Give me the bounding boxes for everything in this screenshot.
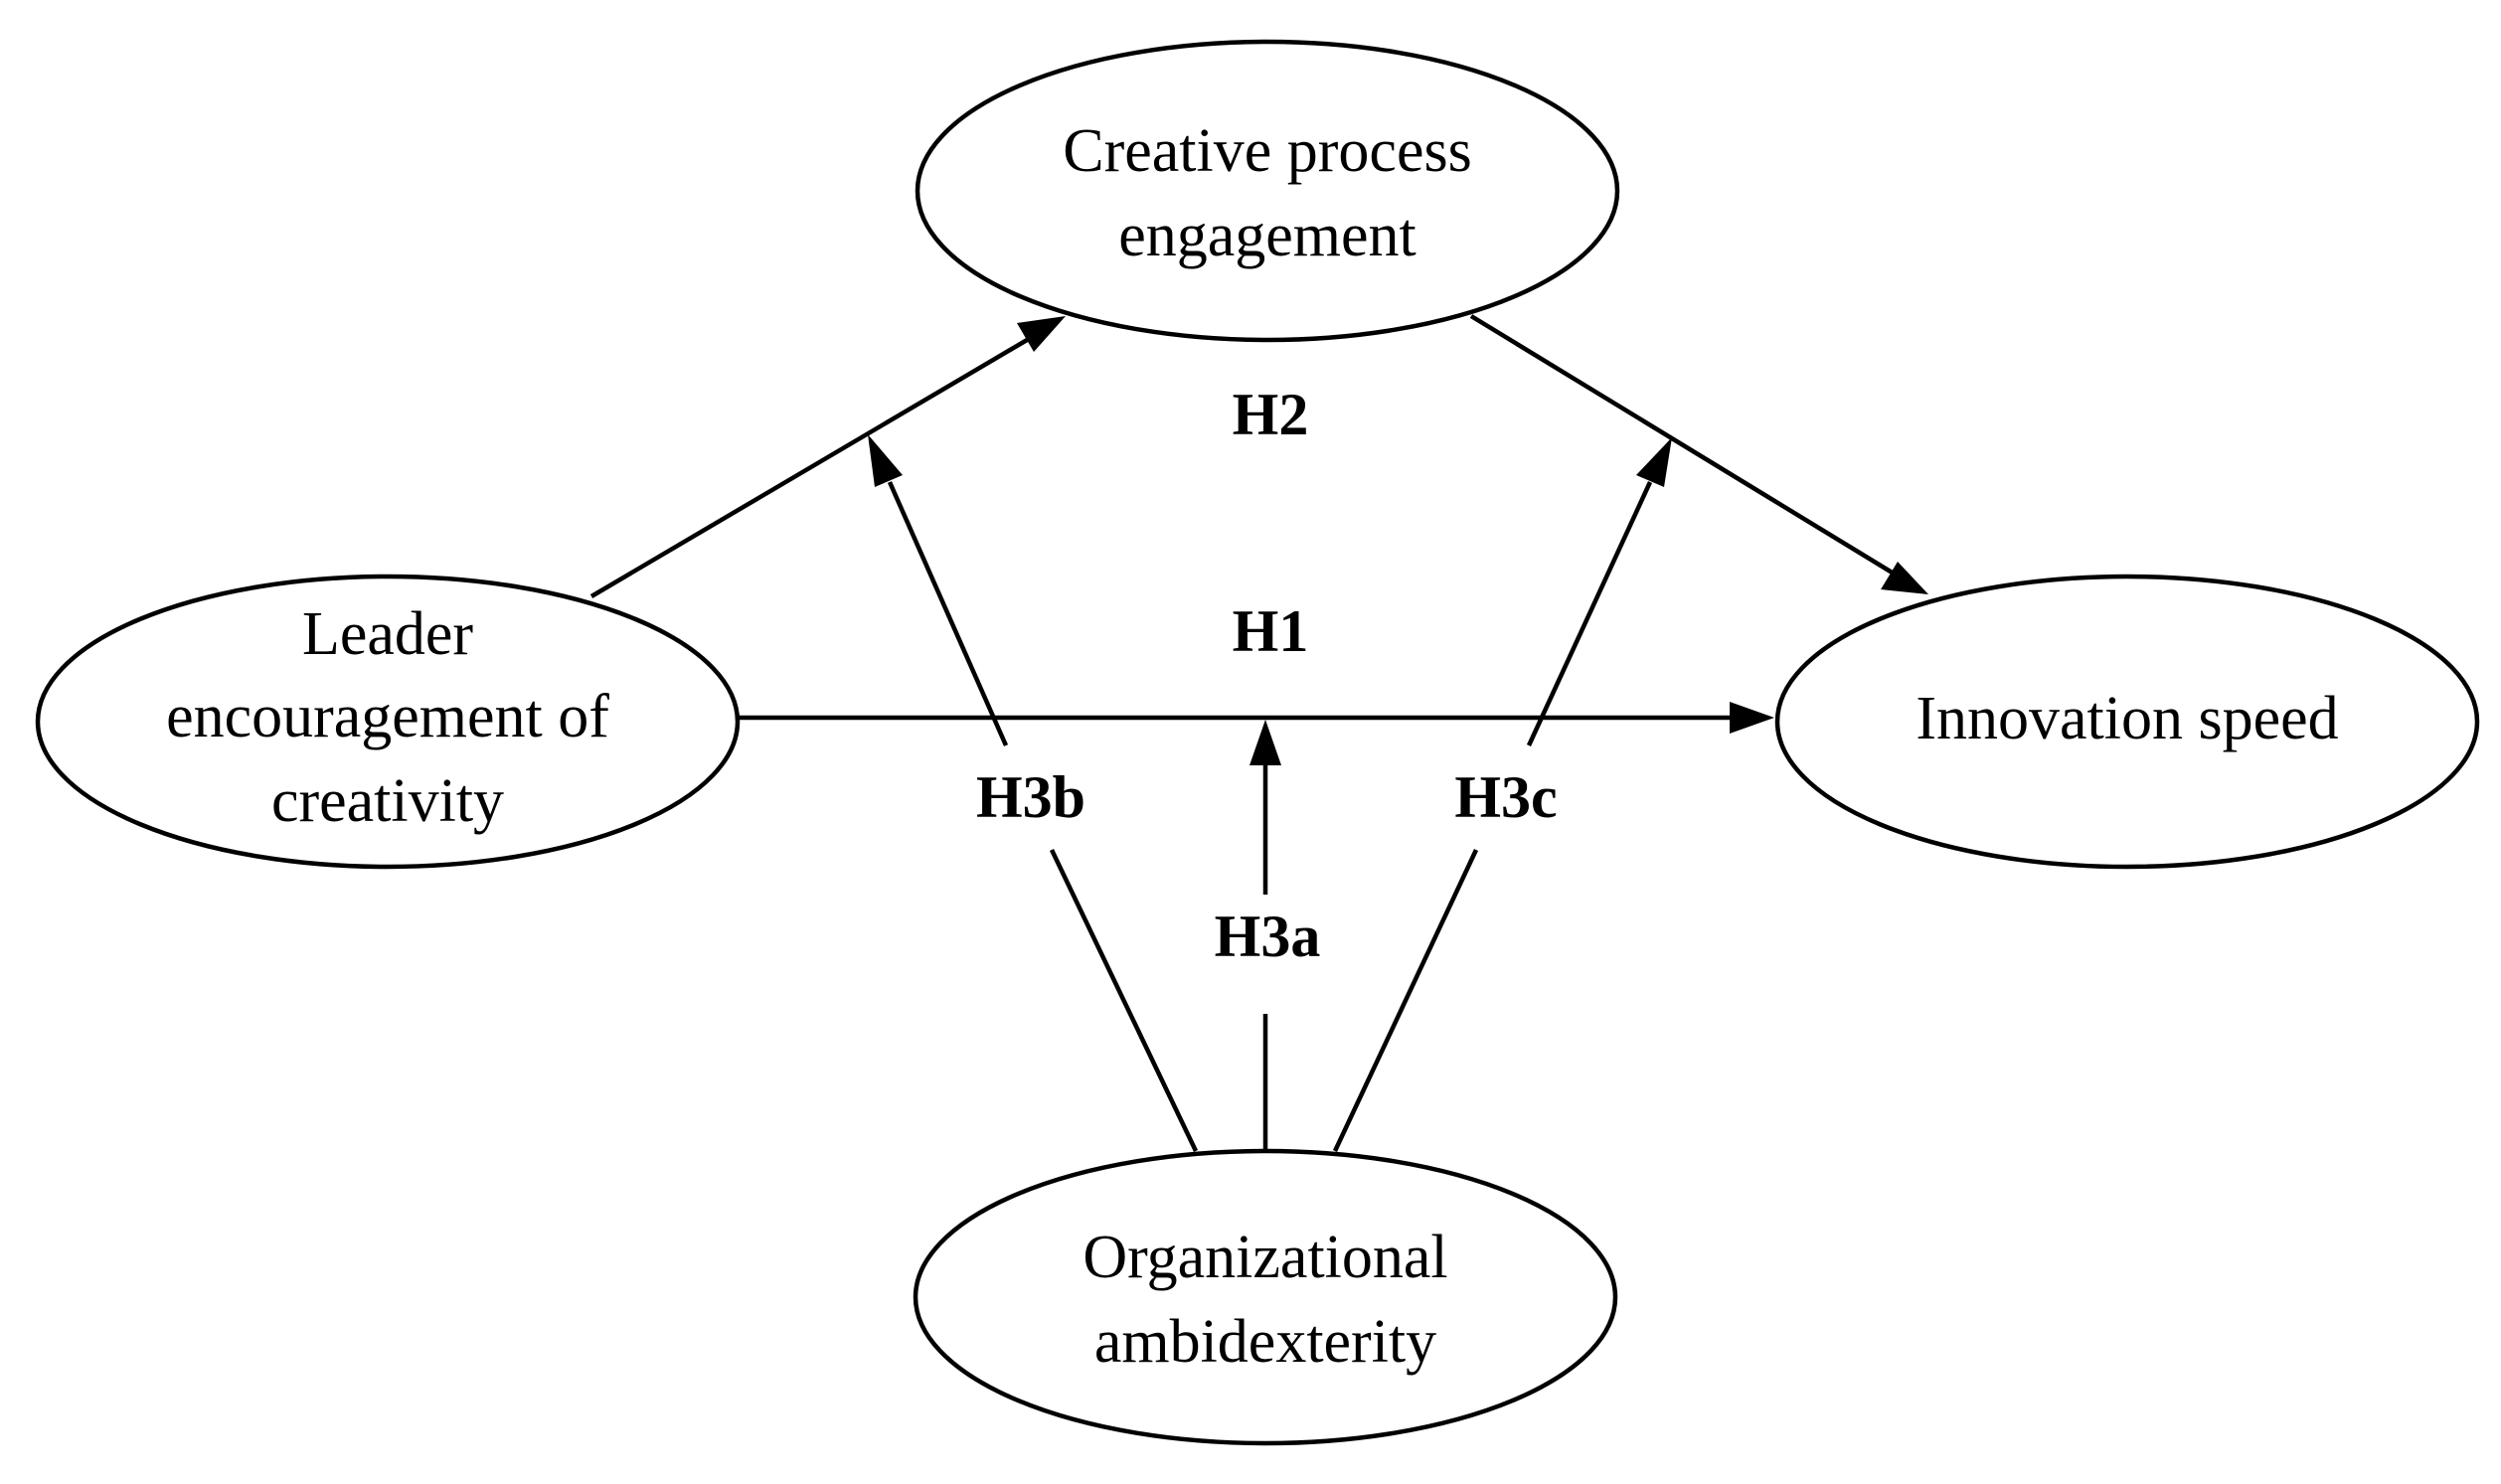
- node-ambidexterity-line1: Organizational: [1083, 1224, 1447, 1291]
- arrowhead-h3a: [1250, 720, 1281, 765]
- arrowhead-h3c: [1636, 437, 1672, 487]
- node-leader-line2: encouragement of: [166, 683, 609, 750]
- edge-creative-to-innovation: [1469, 314, 1901, 578]
- label-h2: H2: [1233, 382, 1309, 447]
- edge-ambidexterity-to-h3b: [1049, 849, 1199, 1152]
- arrowhead-innovation-from-creative: [1881, 562, 1928, 594]
- node-leader-line1: Leader: [302, 600, 473, 668]
- node-ambidexterity: Organizational ambidexterity: [913, 1148, 1618, 1446]
- edge-leader-to-creative: [589, 334, 1036, 598]
- node-creative-process-line1: Creative process: [1063, 117, 1471, 185]
- edge-ambidexterity-to-h3c: [1332, 849, 1479, 1152]
- node-creative-process: Creative process engagement: [915, 39, 1620, 343]
- label-h3a: H3a: [1215, 904, 1321, 969]
- label-h1: H1: [1233, 598, 1309, 664]
- node-innovation-speed-line1: Innovation speed: [1916, 685, 2338, 752]
- edge-h3b-upper: [887, 481, 1009, 746]
- node-creative-process-line2: engagement: [1118, 202, 1417, 269]
- edge-h3c-upper: [1526, 481, 1653, 746]
- node-ambidexterity-line2: ambidexterity: [1094, 1308, 1436, 1376]
- arrowhead-creative: [1017, 316, 1066, 352]
- node-leader: Leader encouragement of creativity: [35, 574, 741, 870]
- node-innovation-speed: Innovation speed: [1774, 574, 2480, 870]
- label-h3c: H3c: [1454, 764, 1557, 830]
- arrowhead-innovation-from-leader: [1730, 702, 1774, 734]
- node-leader-line3: creativity: [271, 767, 504, 835]
- arrowhead-h3b: [868, 434, 903, 487]
- label-h3b: H3b: [976, 764, 1085, 830]
